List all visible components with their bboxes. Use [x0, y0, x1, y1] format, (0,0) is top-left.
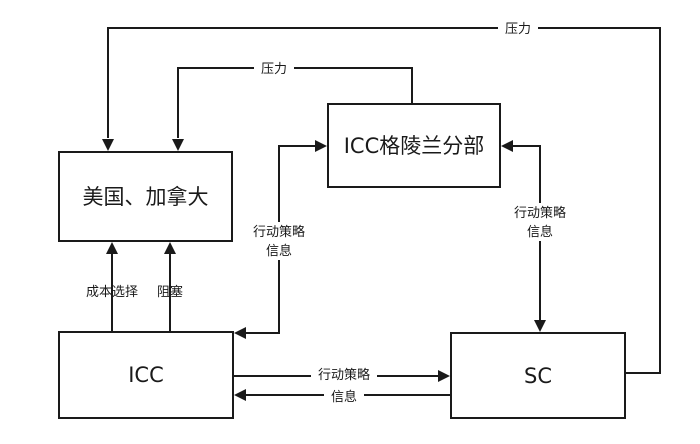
node-icc-greenland: ICC格陵兰分部	[327, 103, 501, 188]
node-icc-greenland-label: ICC格陵兰分部	[344, 134, 485, 158]
node-icc: ICC	[58, 331, 234, 419]
edge-label-pressure-top: 压力	[505, 22, 531, 37]
edge-label-strategy-left-2: 信息	[266, 243, 292, 259]
node-sc: SC	[450, 332, 626, 419]
node-us-canada: 美国、加拿大	[58, 151, 233, 242]
edge-label-strategy-right-2: 信息	[527, 224, 553, 240]
pressure-inner-line	[177, 67, 413, 138]
greenland-sc-arrowhead-down	[534, 320, 546, 332]
edge-label-strategy-right-1: 行动策略	[514, 205, 566, 221]
pressure-inner-arrowhead	[172, 139, 184, 151]
cost-selection-arrowhead	[106, 242, 118, 254]
pressure-outer-arrowhead	[102, 139, 114, 151]
edge-label-cost-selection: 成本选择	[86, 285, 138, 300]
sc-to-icc-arrowhead	[234, 389, 246, 401]
edge-label-pressure-mid: 压力	[261, 62, 287, 77]
icc-greenland-arrowhead-right	[315, 140, 327, 152]
node-icc-label: ICC	[128, 363, 164, 387]
greenland-sc-arrowhead-left	[501, 140, 513, 152]
node-sc-label: SC	[524, 364, 552, 388]
node-us-canada-label: 美国、加拿大	[83, 185, 209, 209]
edge-label-strategy-left-1: 行动策略	[253, 224, 305, 240]
icc-greenland-arrowhead-left	[234, 327, 246, 339]
edge-label-strategy-bottom: 行动策略	[318, 367, 370, 383]
pressure-outer-line	[107, 27, 661, 374]
edge-label-info-bottom: 信息	[331, 389, 357, 405]
icc-to-sc-arrowhead	[438, 370, 450, 382]
obstruction-arrowhead	[164, 242, 176, 254]
edge-label-obstruction: 阻塞	[157, 284, 183, 300]
greenland-sc-link-line	[512, 145, 541, 321]
